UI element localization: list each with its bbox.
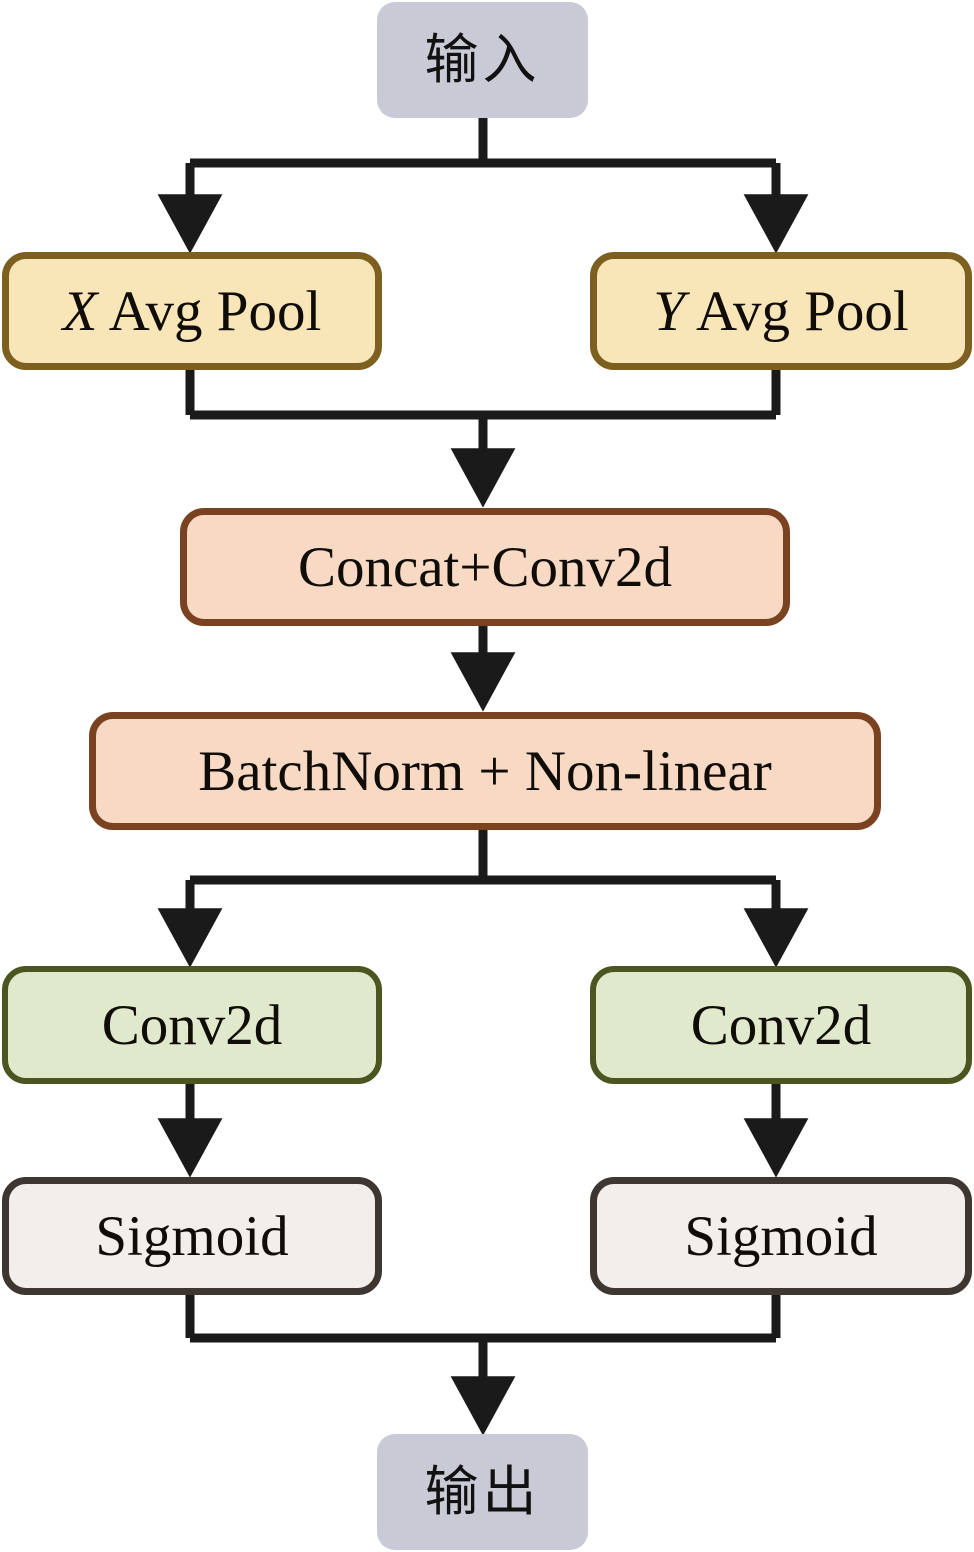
node-sigmoid-left-label: Sigmoid <box>95 1204 289 1268</box>
node-x-avg-pool-text: Avg Pool <box>97 279 322 343</box>
node-input-label: 输入 <box>424 28 541 91</box>
node-input[interactable]: 输入 <box>377 2 588 118</box>
node-concat-conv2d[interactable]: Concat+Conv2d <box>180 508 790 626</box>
node-y-avg-pool-text: Avg Pool <box>684 279 909 343</box>
node-batchnorm-nonlinear-label: BatchNorm + Non-linear <box>198 739 772 803</box>
node-y-avg-pool[interactable]: Y Avg Pool <box>590 252 972 370</box>
node-sigmoid-right[interactable]: Sigmoid <box>590 1177 972 1295</box>
node-batchnorm-nonlinear[interactable]: BatchNorm + Non-linear <box>89 712 881 830</box>
node-sigmoid-right-label: Sigmoid <box>684 1204 878 1268</box>
node-x-avg-pool[interactable]: X Avg Pool <box>2 252 382 370</box>
node-conv2d-left[interactable]: Conv2d <box>2 966 382 1084</box>
node-output[interactable]: 输出 <box>377 1434 588 1550</box>
node-output-label: 输出 <box>424 1460 541 1523</box>
node-x-avg-pool-axis: X <box>62 279 98 343</box>
node-concat-conv2d-label: Concat+Conv2d <box>297 535 673 599</box>
node-y-avg-pool-axis: Y <box>653 279 685 343</box>
node-conv2d-right[interactable]: Conv2d <box>590 966 972 1084</box>
node-x-avg-pool-label: X Avg Pool <box>63 283 322 340</box>
node-conv2d-left-label: Conv2d <box>101 993 283 1057</box>
node-conv2d-right-label: Conv2d <box>690 993 872 1057</box>
node-sigmoid-left[interactable]: Sigmoid <box>2 1177 382 1295</box>
node-y-avg-pool-label: Y Avg Pool <box>653 283 909 340</box>
